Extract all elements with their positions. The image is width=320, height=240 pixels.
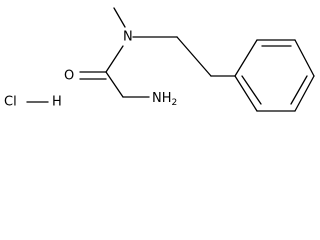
- amine-nh-text: NH: [152, 91, 172, 106]
- hydrogen-label: H: [52, 95, 62, 110]
- carbonyl-oxygen-label: O: [64, 69, 74, 84]
- phenyl-bond-6: [234, 75, 258, 112]
- bond-n-methyl: [113, 7, 126, 28]
- bond-n-carbonyl: [105, 45, 124, 73]
- phenyl-double-3: [241, 75, 262, 105]
- phenyl-double-2: [290, 75, 308, 105]
- phenyl-bond-4: [294, 75, 315, 112]
- phenyl-bond-1: [234, 39, 258, 77]
- phenyl-bond-3: [294, 39, 315, 77]
- chloride-label: Cl: [4, 95, 17, 110]
- bond-carbonyl-ch2: [105, 71, 124, 98]
- chemical-structure: N O NH2 Cl H: [4, 7, 315, 112]
- amine-label: NH2: [152, 91, 177, 108]
- amide-nitrogen-label: N: [123, 30, 133, 45]
- amine-subscript: 2: [172, 98, 178, 108]
- bond-ch2-ch2: [176, 36, 212, 77]
